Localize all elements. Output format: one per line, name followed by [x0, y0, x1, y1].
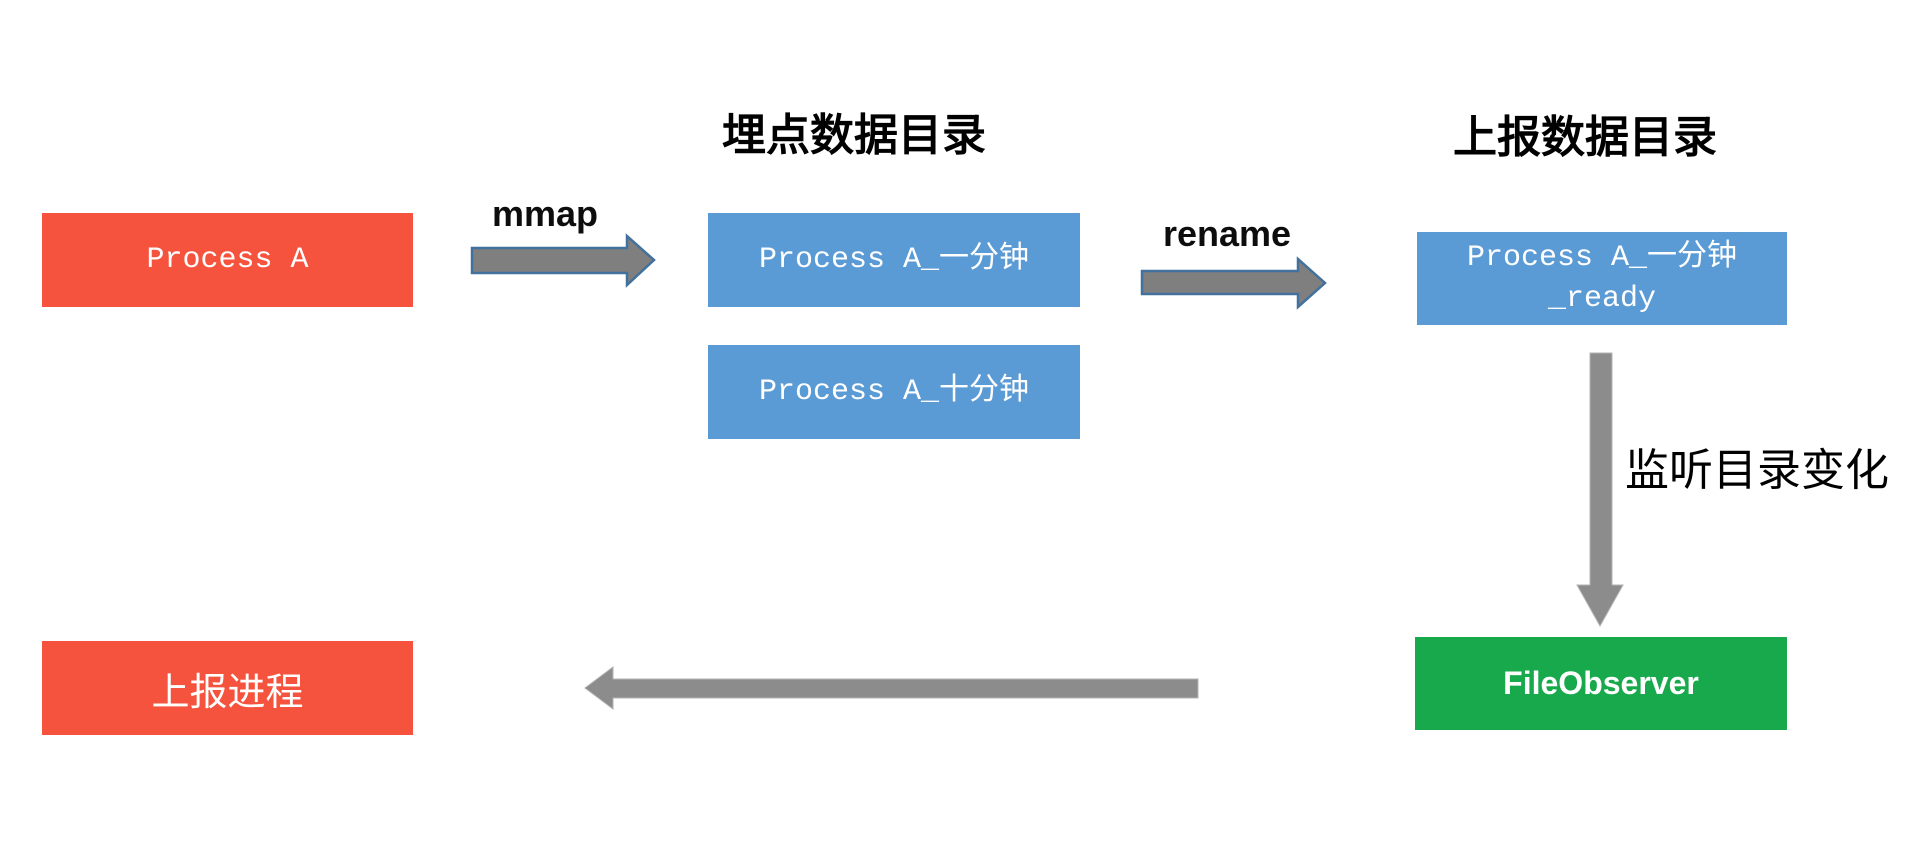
file-observer-box-label: FileObserver — [1503, 665, 1699, 701]
watch-directory-change-label: 监听目录变化 — [1625, 446, 1889, 495]
process-a-one-minute-ready-box: Process A_一分钟 _ready — [1417, 232, 1787, 325]
report-process-box-label: 上报进程 — [151, 671, 304, 714]
rename-arrow — [1140, 256, 1327, 310]
ready-box-label-line1: Process A_一分钟 — [1466, 240, 1738, 275]
process-a-box-label: Process A — [146, 243, 309, 277]
process-a-ten-minute-box-label: Process A_十分钟 — [758, 375, 1030, 409]
process-a-box: Process A — [42, 213, 413, 307]
file-observer-box: FileObserver — [1415, 637, 1787, 730]
mmap-arrow-label: mmap — [491, 193, 599, 234]
ready-box-label-line2: _ready — [1547, 281, 1657, 316]
heading-report-data-directory: 上报数据目录 — [1453, 113, 1717, 162]
rename-arrow-label: rename — [1162, 213, 1292, 254]
process-a-one-minute-box-label: Process A_一分钟 — [758, 243, 1030, 277]
mmap-arrow — [470, 233, 656, 288]
heading-tracking-data-directory: 埋点数据目录 — [722, 111, 986, 160]
report-left-arrow — [584, 666, 1199, 710]
watch-directory-down-arrow — [1576, 352, 1624, 628]
process-a-ten-minute-box: Process A_十分钟 — [708, 345, 1080, 439]
process-a-one-minute-box: Process A_一分钟 — [708, 213, 1080, 307]
report-process-box: 上报进程 — [42, 641, 413, 735]
